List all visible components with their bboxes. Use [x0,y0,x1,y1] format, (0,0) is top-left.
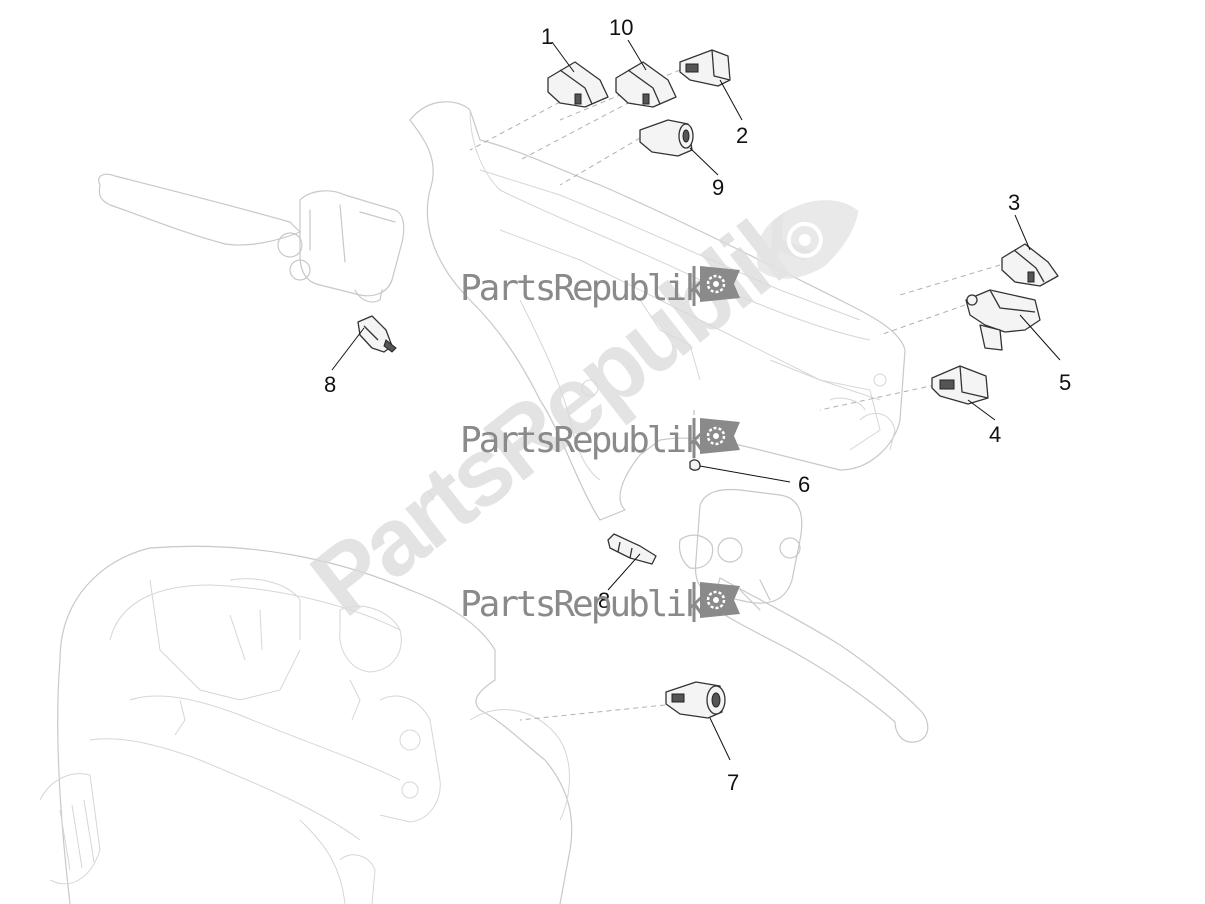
diagonal-watermark-text: PartsRepublik [292,184,829,637]
part-connector-9[interactable] [639,119,694,157]
watermark-text-3: PartsRepublik [460,584,706,625]
watermark-row-3: PartsRepublik [460,582,740,625]
watermark-row-1: PartsRepublik [460,266,740,309]
callout-2: 2 [736,123,748,148]
part-switch-housing-5[interactable] [965,289,1041,351]
part-switch-1[interactable] [547,61,609,108]
callout-9: 9 [712,175,724,200]
diagonal-watermark-logo-icon [756,200,859,279]
leader-lines [331,39,1061,761]
callout-6: 6 [798,472,810,497]
part-connector-2[interactable] [679,49,731,87]
callout-8-left: 8 [324,372,336,397]
callout-4: 4 [989,422,1001,447]
flag-gear-icon [700,582,740,618]
callout-7: 7 [727,770,739,795]
part-switch-3[interactable] [1001,243,1059,287]
callout-8-right: 8 [598,588,610,613]
watermark-row-2: PartsRepublik [460,418,740,461]
part-stop-switch-8-right[interactable] [607,533,657,565]
callout-10: 10 [609,15,633,40]
callout-5: 5 [1059,370,1071,395]
diagonal-watermark: PartsRepublik [292,184,859,637]
watermark-text-2: PartsRepublik [460,420,706,461]
watermark-text-1: PartsRepublik [460,268,706,309]
callout-1: 1 [541,24,553,49]
callout-3: 3 [1008,190,1020,215]
callout-labels: 1 10 2 9 3 5 4 6 8 8 7 [324,15,1071,795]
part-switch-4[interactable] [931,365,989,405]
left-brake-lever-outline [98,173,405,303]
part-connector-7[interactable] [665,681,726,719]
part-stop-switch-8-left[interactable] [357,315,397,353]
part-switch-10[interactable] [615,61,677,108]
flag-gear-icon [700,266,740,302]
front-shield-outline [39,545,573,904]
flag-gear-icon [700,418,740,454]
